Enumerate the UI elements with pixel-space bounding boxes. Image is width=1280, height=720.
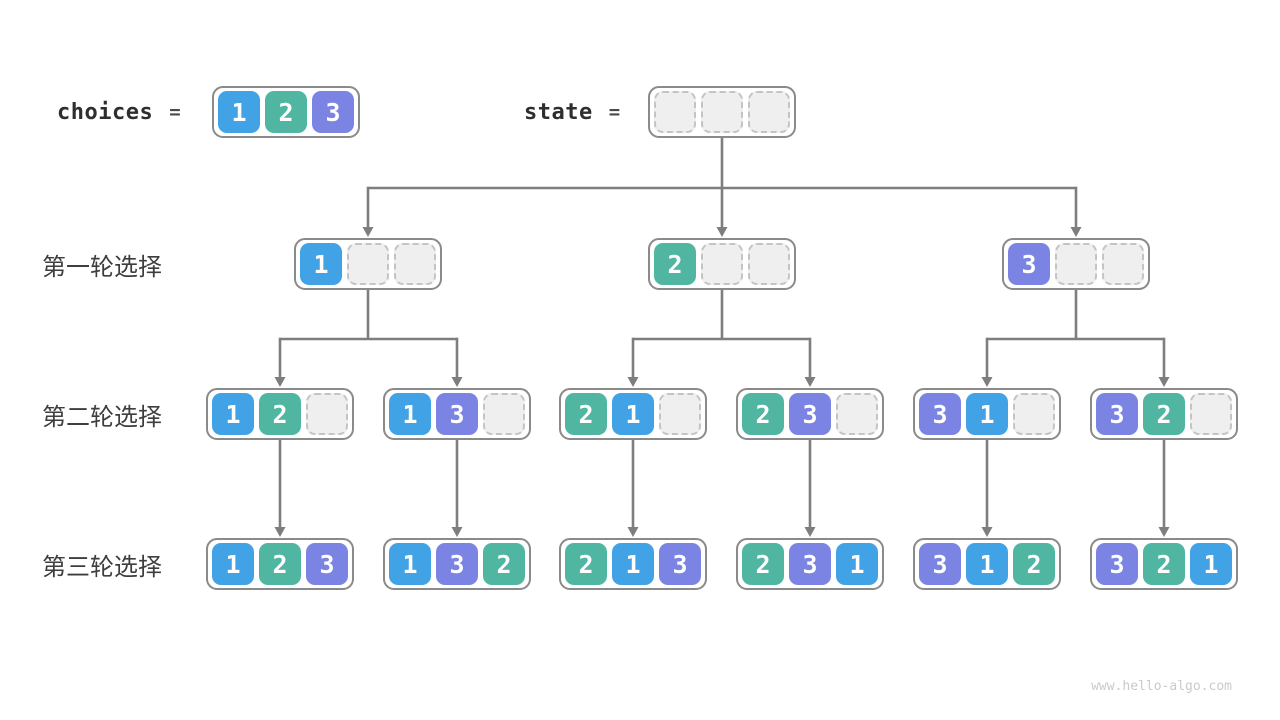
- value-cell-1: 1: [1190, 543, 1232, 585]
- row-label-round-3: 第三轮选择: [42, 553, 162, 581]
- value-cell-1: 1: [612, 393, 654, 435]
- state-node-round1-3: 3: [1002, 238, 1150, 290]
- value-cell-1: 1: [966, 543, 1008, 585]
- empty-slot-cell: [483, 393, 525, 435]
- empty-slot-cell: [1055, 243, 1097, 285]
- empty-slot-cell: [748, 243, 790, 285]
- state-legend: state =: [524, 86, 620, 138]
- watermark: www.hello-algo.com: [1091, 679, 1232, 694]
- state-node-round1-1: 1: [294, 238, 442, 290]
- value-cell-3: 3: [1096, 543, 1138, 585]
- value-cell-2: 2: [265, 91, 307, 133]
- value-cell-1: 1: [300, 243, 342, 285]
- value-cell-3: 3: [1096, 393, 1138, 435]
- value-cell-1: 1: [212, 393, 254, 435]
- choices-equals-sign: =: [169, 101, 181, 123]
- empty-slot-cell: [347, 243, 389, 285]
- value-cell-3: 3: [306, 543, 348, 585]
- value-cell-3: 3: [312, 91, 354, 133]
- value-cell-2: 2: [565, 543, 607, 585]
- empty-slot-cell: [748, 91, 790, 133]
- empty-slot-cell: [701, 91, 743, 133]
- value-cell-2: 2: [259, 543, 301, 585]
- empty-slot-cell: [306, 393, 348, 435]
- value-cell-3: 3: [1008, 243, 1050, 285]
- value-cell-1: 1: [612, 543, 654, 585]
- value-cell-2: 2: [259, 393, 301, 435]
- value-cell-2: 2: [1143, 543, 1185, 585]
- value-cell-1: 1: [836, 543, 878, 585]
- empty-slot-cell: [654, 91, 696, 133]
- value-cell-2: 2: [654, 243, 696, 285]
- state-array-box: [648, 86, 796, 138]
- value-cell-2: 2: [1143, 393, 1185, 435]
- state-node-round1-2: 2: [648, 238, 796, 290]
- choices-label: choices: [57, 99, 154, 125]
- value-cell-3: 3: [789, 543, 831, 585]
- choices-legend: choices =: [57, 86, 181, 138]
- value-cell-2: 2: [565, 393, 607, 435]
- value-cell-2: 2: [1013, 543, 1055, 585]
- row-label-round-2: 第二轮选择: [42, 403, 162, 431]
- value-cell-1: 1: [389, 543, 431, 585]
- empty-slot-cell: [1190, 393, 1232, 435]
- empty-slot-cell: [659, 393, 701, 435]
- value-cell-3: 3: [436, 393, 478, 435]
- empty-slot-cell: [394, 243, 436, 285]
- empty-slot-cell: [836, 393, 878, 435]
- state-label: state: [524, 99, 593, 125]
- empty-slot-cell: [1013, 393, 1055, 435]
- value-cell-3: 3: [789, 393, 831, 435]
- value-cell-1: 1: [218, 91, 260, 133]
- value-cell-3: 3: [659, 543, 701, 585]
- value-cell-2: 2: [742, 543, 784, 585]
- state-equals-sign: =: [608, 101, 621, 123]
- value-cell-3: 3: [436, 543, 478, 585]
- value-cell-1: 1: [966, 393, 1008, 435]
- value-cell-2: 2: [742, 393, 784, 435]
- empty-slot-cell: [1102, 243, 1144, 285]
- value-cell-1: 1: [212, 543, 254, 585]
- value-cell-3: 3: [919, 543, 961, 585]
- empty-slot-cell: [701, 243, 743, 285]
- value-cell-3: 3: [919, 393, 961, 435]
- value-cell-1: 1: [389, 393, 431, 435]
- row-label-round-1: 第一轮选择: [42, 253, 162, 281]
- value-cell-2: 2: [483, 543, 525, 585]
